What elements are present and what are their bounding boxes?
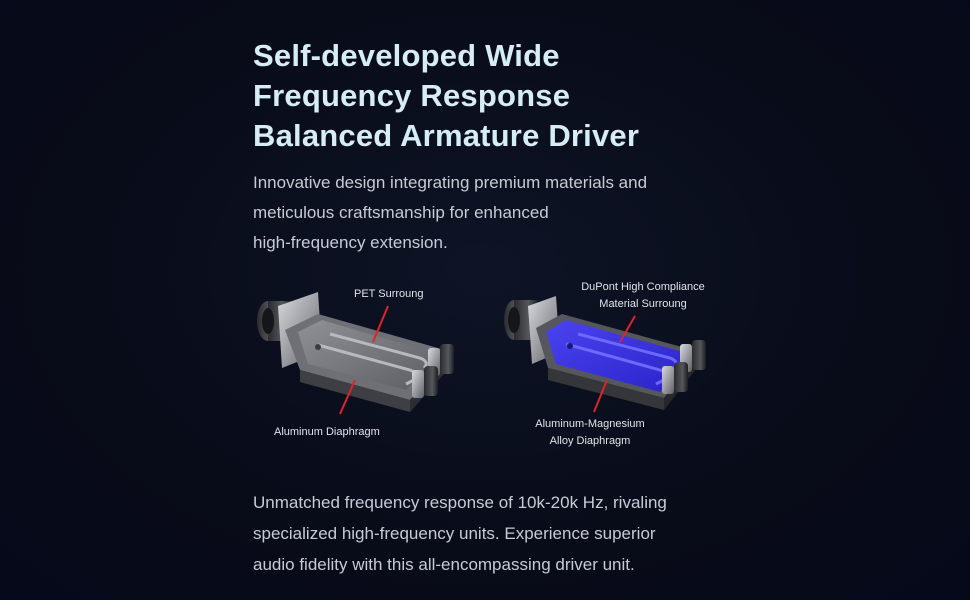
left-bottom-label: Aluminum Diaphragm: [274, 426, 380, 438]
left-diaphragm: [298, 320, 440, 390]
outro-line: audio fidelity with this all-encompassin…: [253, 555, 635, 574]
page-title: Self-developed Wide Frequency Response B…: [253, 36, 773, 156]
title-line: Self-developed Wide: [253, 38, 560, 73]
pointer-line: [339, 379, 356, 415]
title-line: Balanced Armature Driver: [253, 118, 640, 153]
intro-line: high-frequency extension.: [253, 233, 448, 252]
pointer-line: [619, 315, 636, 343]
label-line: Aluminum-Magnesium: [535, 418, 645, 430]
intro-paragraph: Innovative design integrating premium ma…: [253, 168, 773, 258]
left-driver-image: [257, 292, 454, 415]
pointer-line: [593, 379, 608, 413]
left-driver-terminals: [412, 344, 454, 398]
pointer-line: [372, 305, 389, 343]
label-line: Alloy Diaphragm: [549, 435, 631, 447]
label-line: DuPont High Compliance: [581, 281, 705, 293]
outro-line: Unmatched frequency response of 10k-20k …: [253, 493, 667, 512]
title-line: Frequency Response: [253, 78, 571, 113]
outro-line: specialized high-frequency units. Experi…: [253, 524, 656, 543]
right-bottom-label: Aluminum-Magnesium Alloy Diaphragm: [528, 416, 652, 450]
right-driver-terminals: [662, 340, 706, 394]
left-top-label: PET Surroung: [354, 288, 424, 300]
right-top-label: DuPont High Compliance Material Surroung: [576, 279, 710, 313]
outro-paragraph: Unmatched frequency response of 10k-20k …: [253, 487, 773, 580]
intro-line: meticulous craftsmanship for enhanced: [253, 203, 549, 222]
intro-line: Innovative design integrating premium ma…: [253, 173, 648, 192]
right-diaphragm: [546, 320, 690, 392]
right-driver-image: [504, 296, 706, 413]
label-line: Material Surroung: [599, 298, 687, 310]
